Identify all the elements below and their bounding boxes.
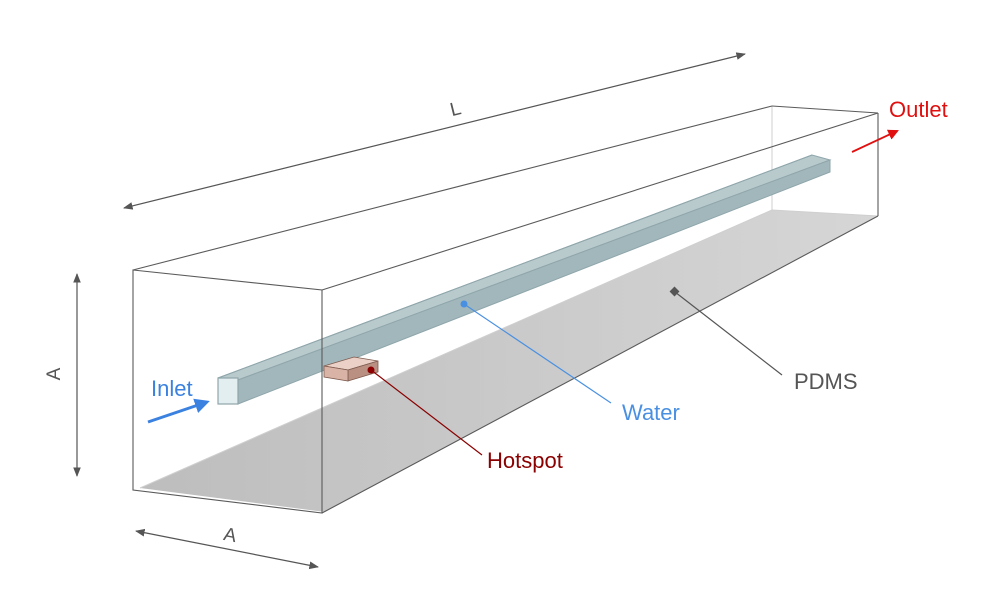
hotspot-label: Hotspot xyxy=(487,448,563,473)
hotspot-leader-line xyxy=(370,369,483,456)
hotspot-leader-dot xyxy=(367,366,375,374)
water-label: Water xyxy=(622,400,680,425)
hotspot-block xyxy=(323,356,379,382)
water-leader-dot xyxy=(460,300,468,308)
water-channel xyxy=(217,154,832,405)
inlet-label: Inlet xyxy=(151,376,193,401)
outlet-arrow xyxy=(851,129,899,153)
height-label: A xyxy=(44,367,65,380)
inlet-arrow xyxy=(147,398,210,424)
outlet-label: Outlet xyxy=(889,97,948,122)
length-label: L xyxy=(448,98,463,121)
length-dimension-arrow xyxy=(123,52,746,210)
water-leader-line xyxy=(463,303,612,404)
pdms-label: PDMS xyxy=(794,369,858,394)
pdms-floor-shading xyxy=(140,210,878,512)
width-label: A xyxy=(222,524,239,547)
pdms-leader-line xyxy=(674,291,783,376)
pdms-leader-marker xyxy=(669,286,680,297)
width-dimension-arrow xyxy=(135,528,319,570)
